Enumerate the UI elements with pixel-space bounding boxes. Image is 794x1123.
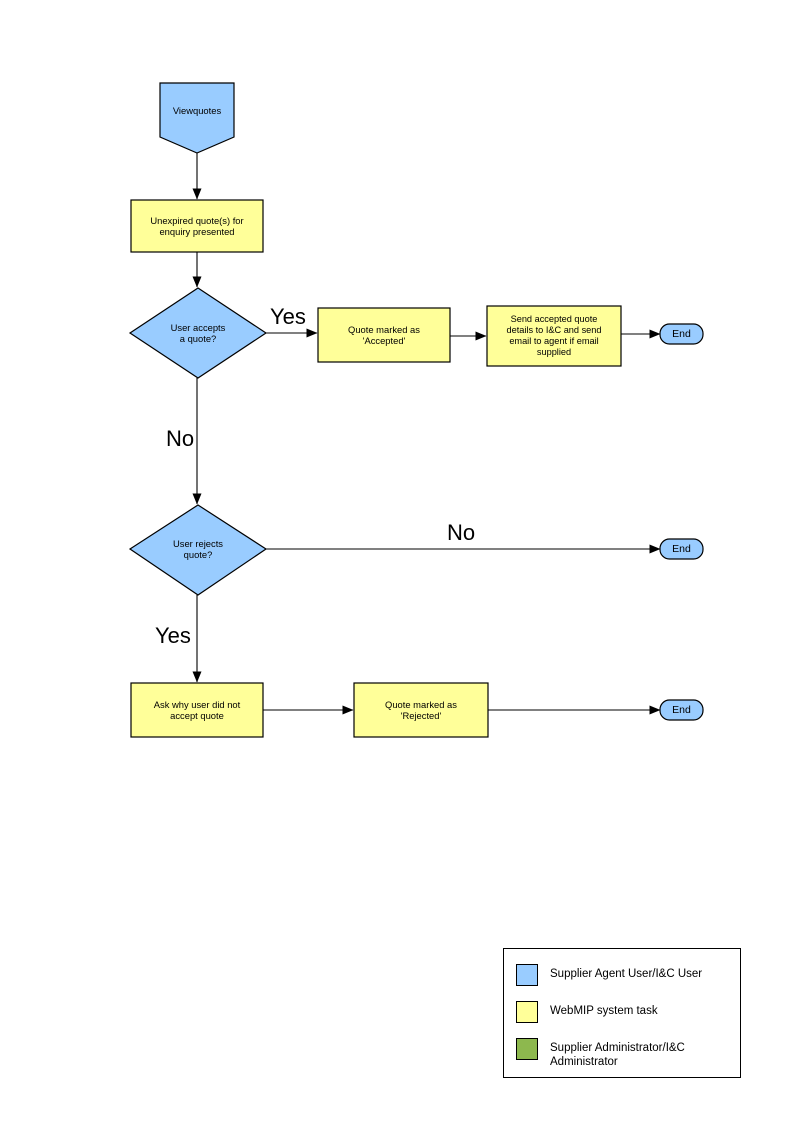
node-task-quote-rejected[interactable]: [353, 682, 489, 738]
legend-item-supplier-agent-user: Supplier Agent User/I&C User: [516, 964, 702, 986]
node-task-quote-accepted[interactable]: [317, 307, 451, 363]
legend-item-supplier-administrator: Supplier Administrator/I&C Administrator: [516, 1038, 685, 1069]
node-task-send-accepted-details[interactable]: [486, 305, 622, 367]
node-start-viewquotes[interactable]: [159, 82, 235, 154]
node-end-accepted[interactable]: [659, 323, 704, 345]
legend-item-webmip-system-task: WebMIP system task: [516, 1001, 658, 1023]
legend-swatch-user-blue: [516, 964, 538, 986]
legend-swatch-admin-green: [516, 1038, 538, 1060]
legend-label-admin-green: Supplier Administrator/I&C Administrator: [550, 1042, 685, 1069]
legend-label-user-blue: Supplier Agent User/I&C User: [550, 968, 703, 980]
node-task-unexpired-quotes[interactable]: [130, 199, 264, 253]
node-end-no-reject[interactable]: [659, 538, 704, 560]
connector-group: [192, 152, 661, 715]
node-decision-user-accepts[interactable]: [128, 287, 268, 379]
node-end-rejected[interactable]: [659, 699, 704, 721]
legend-swatch-system-yellow: [516, 1001, 538, 1023]
legend: Supplier Agent User/I&C User WebMIP syst…: [503, 948, 741, 1078]
node-task-ask-why-not-accepted[interactable]: [130, 682, 264, 738]
node-decision-user-rejects[interactable]: [128, 504, 268, 596]
legend-label-system-yellow: WebMIP system task: [550, 1005, 658, 1017]
